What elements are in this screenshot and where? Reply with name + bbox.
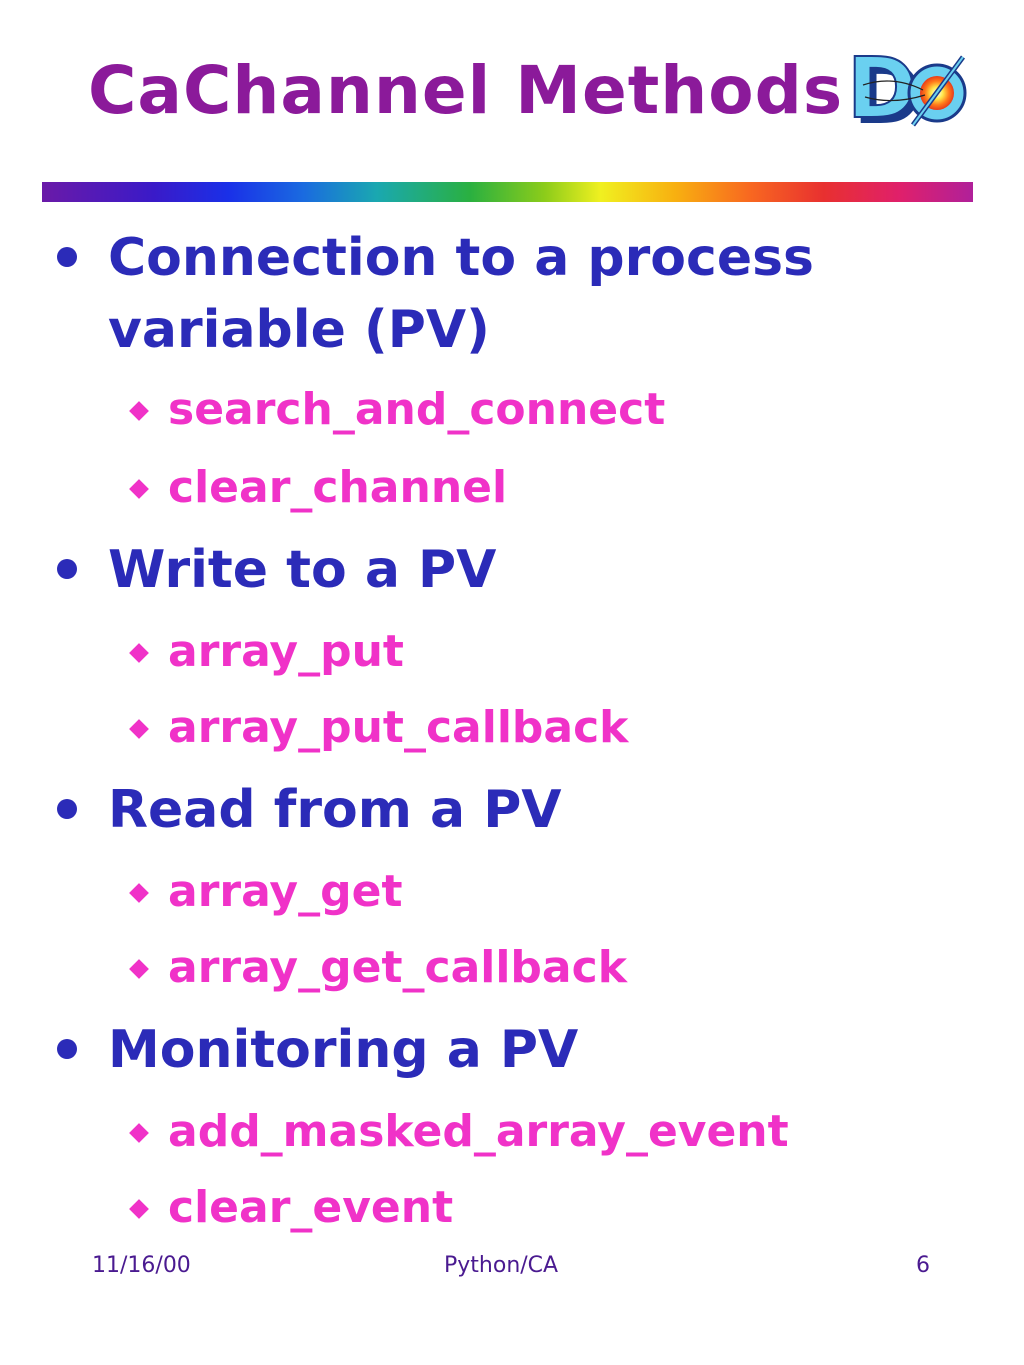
method-name: clear_event [168, 1182, 454, 1233]
method-name: add_masked_array_event [168, 1106, 789, 1157]
bullet-dot-icon [57, 1039, 77, 1059]
diamond-bullet-icon [129, 1123, 149, 1143]
bullet-text: Write to a PV [108, 540, 497, 600]
diamond-bullet-icon [129, 719, 149, 739]
method-name: array_put [168, 626, 404, 677]
diamond-bullet-icon [129, 883, 149, 903]
slide-title: CaChannel Methods [88, 52, 844, 129]
method-name: clear_channel [168, 462, 508, 513]
footer-date: 11/16/00 [92, 1253, 191, 1278]
diamond-bullet-icon [129, 479, 149, 499]
bullet-dot-icon [57, 799, 77, 819]
diamond-bullet-icon [129, 401, 149, 421]
diamond-bullet-icon [129, 643, 149, 663]
page-number: 6 [916, 1253, 930, 1278]
footer-title: Python/CA [444, 1253, 559, 1278]
diamond-bullet-icon [129, 959, 149, 979]
rainbow-divider [42, 182, 973, 202]
bullet-dot-icon [57, 247, 77, 267]
bullet-text: Monitoring a PV [108, 1020, 579, 1080]
method-name: array_put_callback [168, 702, 629, 753]
d0-logo-icon: D D [846, 45, 967, 135]
bullet-text: Read from a PV [108, 780, 562, 840]
method-name: array_get [168, 866, 403, 917]
diamond-bullet-icon [129, 1199, 149, 1219]
method-name: search_and_connect [168, 384, 666, 435]
bullet-text: Connection to a process variable (PV) [108, 228, 815, 360]
bullet-dot-icon [57, 559, 77, 579]
method-name: array_get_callback [168, 942, 627, 993]
svg-text:D: D [847, 45, 917, 135]
